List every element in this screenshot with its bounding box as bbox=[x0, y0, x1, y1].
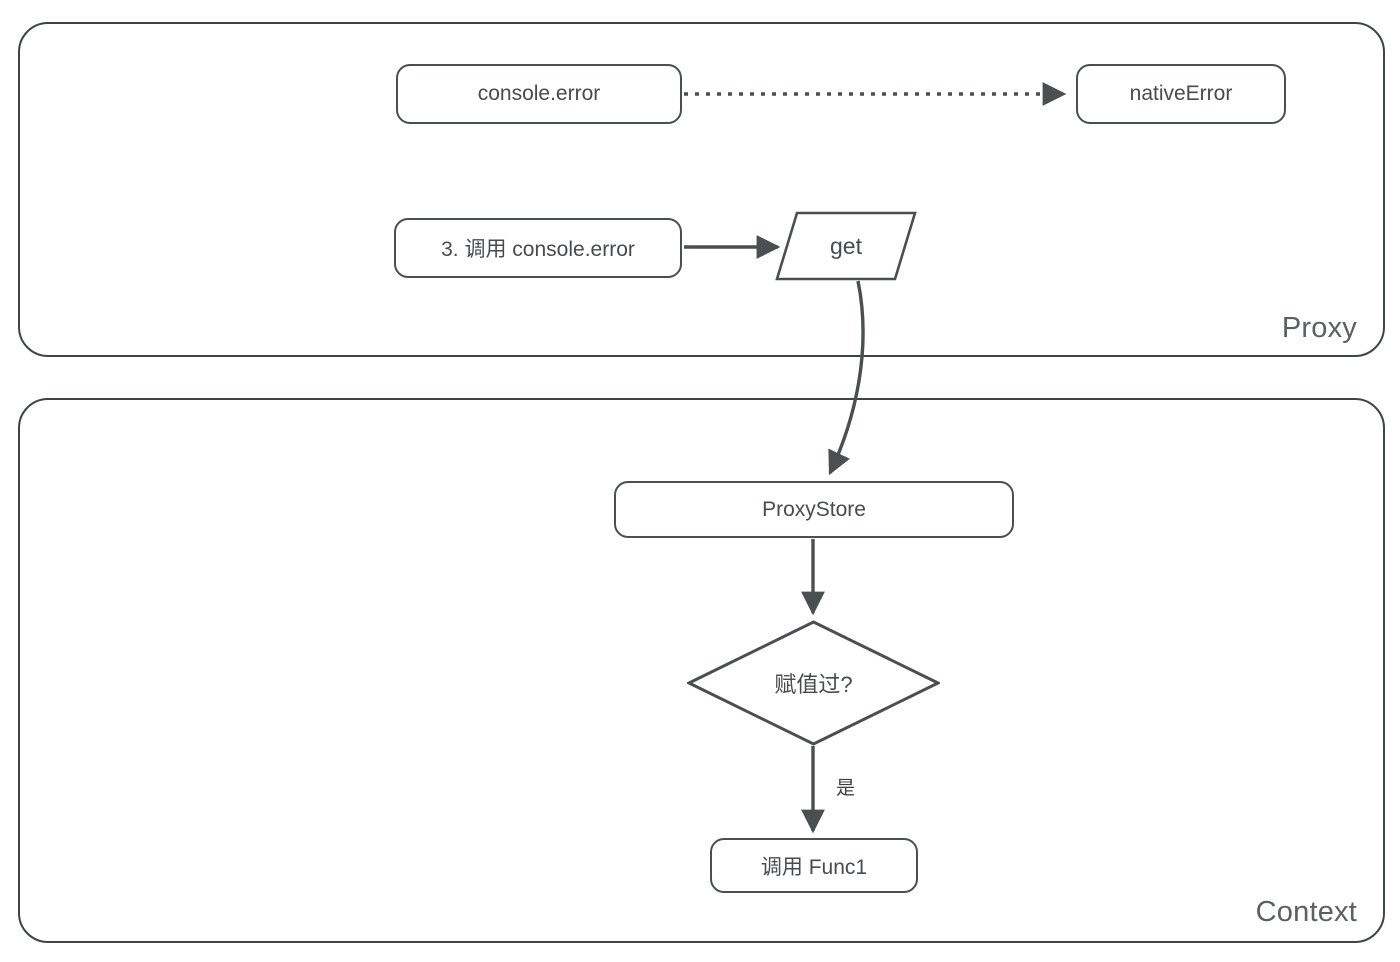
node-proxystore-label: ProxyStore bbox=[762, 497, 866, 521]
group-context-label: Context bbox=[1255, 896, 1357, 928]
diamond-shape bbox=[687, 620, 940, 746]
group-proxy-label: Proxy bbox=[1281, 312, 1357, 344]
node-call-console-error-label: 3. 调用 console.error bbox=[441, 238, 635, 261]
node-proxystore[interactable]: ProxyStore bbox=[614, 481, 1014, 538]
parallelogram-shape bbox=[775, 211, 917, 281]
node-func1-label: 调用 Func1 bbox=[760, 855, 868, 879]
node-func1[interactable]: 调用 Func1 bbox=[710, 838, 918, 893]
node-console-error[interactable]: console.error bbox=[396, 64, 682, 124]
node-get-label: get bbox=[830, 232, 862, 259]
edge-label-yes: 是 bbox=[833, 773, 859, 800]
node-native-error[interactable]: nativeError bbox=[1076, 64, 1286, 124]
node-decision[interactable]: 赋值过? bbox=[687, 620, 940, 746]
node-get[interactable]: get bbox=[775, 211, 917, 281]
node-console-error-label: console.error bbox=[477, 82, 601, 105]
node-native-error-label: nativeError bbox=[1129, 82, 1233, 105]
node-decision-label: 赋值过? bbox=[774, 672, 853, 697]
node-call-console-error[interactable]: 3. 调用 console.error bbox=[394, 218, 682, 278]
